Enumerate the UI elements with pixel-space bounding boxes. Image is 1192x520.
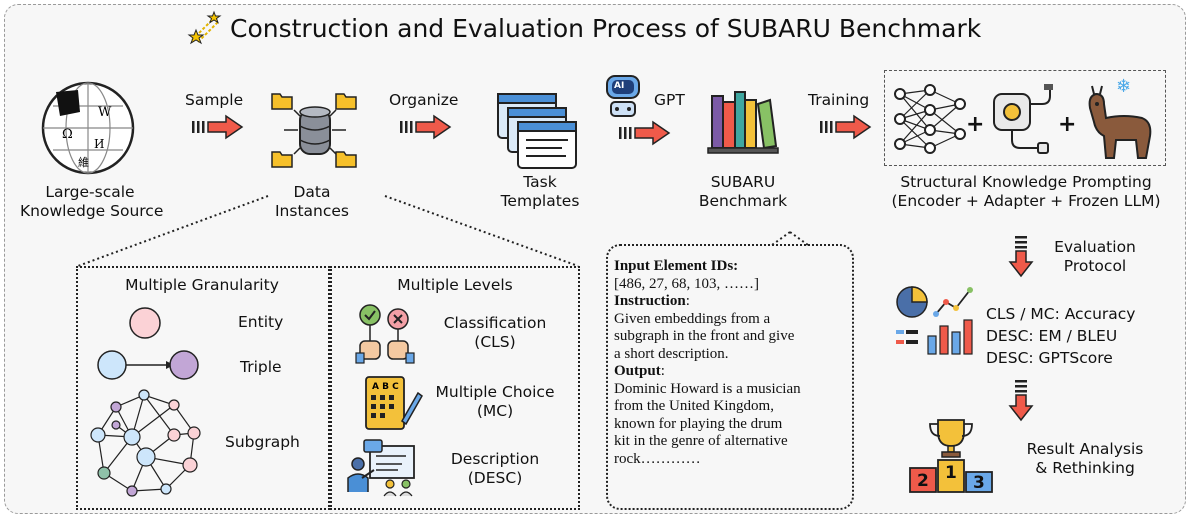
metric-line: DESC: GPTScore [986,349,1113,367]
trophy-podium-icon [909,419,993,493]
training-label: Training [808,91,870,109]
instruction-line: subgraph in the front and give [614,328,795,344]
podium-2: 2 [917,471,929,491]
subgraph-icon [90,389,201,497]
svg-text:Ω: Ω [62,127,73,142]
frozen-llama-icon: ❄ [1088,76,1152,159]
input-value: [486, 27, 68, 103, ……] [614,275,759,292]
plus-sign-1: + [966,112,985,137]
granularity-triple: Triple [240,358,282,376]
organize-arrow-icon [400,114,452,140]
triple-icon [97,350,199,380]
output-heading: Output [614,363,661,379]
podium-1: 1 [945,463,957,483]
instruction-heading: Instruction [614,293,686,309]
books-icon [707,91,779,154]
output-line: known for playing the drum [614,415,783,432]
output-line: Dominic Howard is a musician [614,380,801,397]
svg-text:W: W [98,105,112,120]
down-arrow-icon [1008,236,1034,278]
example-panel [606,244,854,510]
skp-box [884,70,1166,166]
level-mc: Multiple Choice(MC) [435,383,555,420]
level-desc: Description(DESC) [450,450,540,487]
robot-icon [606,75,640,117]
page-title: Construction and Evaluation Process of S… [230,14,982,43]
wikipedia-globe-icon: Ω W И 維 [41,81,135,175]
organize-label: Organize [389,91,459,109]
output-line: kit in the genre of alternative [614,433,788,449]
templates-icon [497,93,577,169]
output-line: from the United Kingdom, [614,398,774,414]
ai-badge: AI [614,81,625,91]
training-arrow-icon [820,114,872,140]
svg-text:И: И [94,137,104,151]
gpt-arrow-icon [619,120,671,146]
level-cls: Classification(CLS) [443,314,547,351]
granularity-subgraph: Subgraph [225,433,300,451]
podium-3: 3 [973,473,985,493]
svg-text:❄: ❄ [1116,76,1131,97]
granularity-entity: Entity [238,313,284,331]
metric-line: CLS / MC: Accuracy [986,305,1136,323]
svg-text:維: 維 [78,156,89,169]
down-arrow-icon-2 [1008,380,1034,422]
sample-label: Sample [185,91,244,109]
levels-box [330,266,580,510]
instruction-line: a short description. [614,345,729,362]
description-icon [347,439,415,497]
result-label: Result Analysis& Rethinking [1026,440,1144,477]
example-text: Input Element IDs: [486, 27, 68, 103, ……… [614,258,854,468]
main-frame [4,4,1186,514]
classification-icon [355,304,415,364]
entity-node-icon [129,307,161,339]
instruction-line: Given embeddings from a [614,310,771,327]
metric-line: DESC: EM / BLEU [986,327,1118,345]
metrics-list: CLS / MC: Accuracy DESC: EM / BLEU DESC:… [986,303,1135,369]
analytics-icon [896,286,973,355]
gpt-label: GPT [654,91,685,109]
adapter-icon [993,84,1053,154]
plus-sign-2: + [1058,112,1077,137]
granularity-box [76,266,330,510]
sparkle-icon [187,10,222,45]
skp-label: Structural Knowledge Prompting(Encoder +… [891,173,1161,210]
sample-arrow-icon [192,114,244,140]
database-icon [271,93,357,168]
svg-text:A B C: A B C [372,382,399,392]
levels-heading: Multiple Levels [397,276,513,294]
granularity-heading: Multiple Granularity [125,276,279,294]
output-line: rock………… [614,450,701,467]
input-heading: Input Element IDs: [614,258,739,274]
multiple-choice-icon: A B C [365,376,423,430]
neural-network-icon [894,84,966,154]
